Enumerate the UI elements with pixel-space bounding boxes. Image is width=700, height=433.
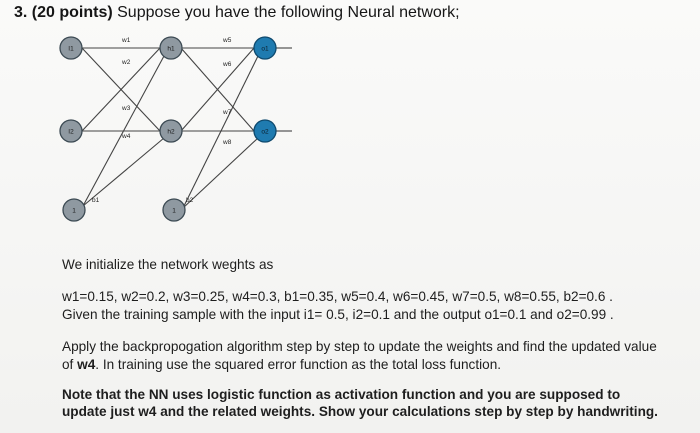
- weight-label-w1: w1: [121, 37, 131, 44]
- weight-label-w4: w4: [121, 133, 131, 140]
- neural-network-diagram: w1 w2 w3 w4 w5 w6 w7 w8 b1 b2 I1 I2 h1 h…: [59, 36, 292, 222]
- node-bias-2: [162, 198, 186, 222]
- weights-values-text: w1=0.15, w2=0.2, w3=0.25, w4=0.3, b1=0.3…: [62, 289, 613, 304]
- node-label-bias-2: 1: [172, 208, 176, 215]
- node-label-i1: I1: [68, 46, 74, 53]
- apply-instruction-line2: of w4. In training use the squared error…: [62, 356, 682, 373]
- weight-label-w7: w7: [222, 109, 232, 116]
- node-label-h2: h2: [167, 129, 175, 136]
- weight-label-w8: w8: [222, 139, 232, 146]
- intro-text: We initialize the network weghts as: [62, 257, 274, 272]
- apply-line2-suffix: . In training use the squared error func…: [95, 357, 502, 372]
- weight-label-w5: w5: [222, 37, 232, 44]
- apply-line2-prefix: of: [62, 357, 78, 372]
- question-title-text: Suppose you have the following Neural ne…: [112, 4, 460, 21]
- apply-instruction-line1: Apply the backpropogation algorithm step…: [62, 339, 657, 354]
- weight-label-w3: w3: [121, 105, 131, 112]
- network-edges: [81, 47, 292, 209]
- training-sample-text: Given the training sample with the input…: [62, 307, 614, 322]
- weight-label-w2: w2: [121, 59, 131, 66]
- edge-b1-h2: [82, 137, 165, 207]
- node-label-o2: o2: [261, 129, 269, 136]
- node-o1: [253, 36, 277, 60]
- node-i1: [59, 36, 83, 60]
- node-i2: [59, 119, 83, 143]
- note-line2: update just w4 and the related weights. …: [62, 404, 658, 419]
- node-h2: [159, 119, 183, 143]
- question-title: 3. (20 points) Suppose you have the foll…: [14, 4, 460, 22]
- edge-b2-o1: [182, 55, 259, 209]
- bias-label-b1: b1: [92, 197, 100, 204]
- edge-b2-o2: [182, 137, 259, 209]
- edge-b1-h1: [82, 55, 165, 207]
- node-bias-1: [62, 198, 86, 222]
- node-label-i2: I2: [68, 129, 74, 136]
- node-label-h1: h1: [167, 46, 175, 53]
- apply-line2-w4: w4: [77, 357, 96, 372]
- node-h1: [159, 36, 183, 60]
- node-label-bias-1: 1: [72, 208, 76, 215]
- edge-w3: [81, 47, 161, 132]
- edge-w7: [180, 47, 255, 132]
- node-label-o1: o1: [261, 46, 269, 53]
- note-line1: Note that the NN uses logistic function …: [62, 387, 621, 402]
- question-number-points: 3. (20 points): [14, 4, 113, 21]
- node-o2: [253, 119, 277, 143]
- weight-label-w6: w6: [222, 61, 232, 68]
- bias-label-b2: b2: [186, 197, 194, 204]
